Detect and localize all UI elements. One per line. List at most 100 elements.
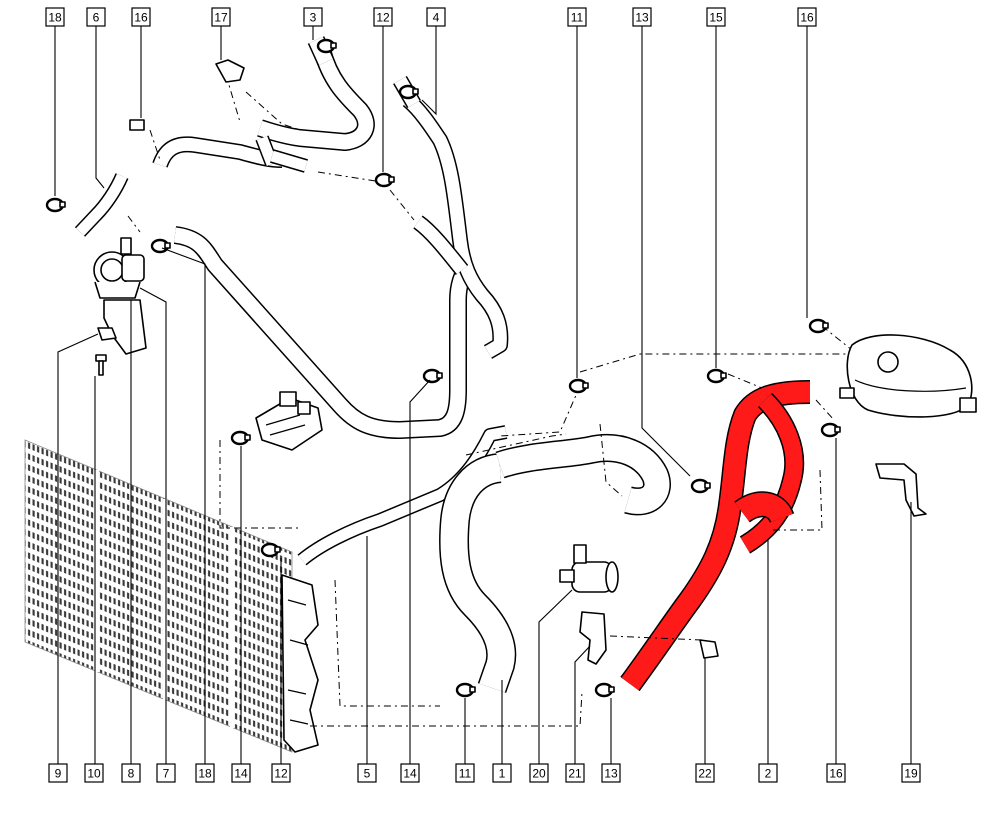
callout-number[interactable]: 1 xyxy=(499,767,506,781)
callout-bottom-13[interactable]: 13 xyxy=(601,763,621,783)
callout-box[interactable] xyxy=(48,763,68,783)
callout-bottom-14[interactable]: 14 xyxy=(231,763,251,783)
callout-number[interactable]: 20 xyxy=(532,767,546,781)
callout-top-16[interactable]: 16 xyxy=(131,7,151,27)
callout-box[interactable] xyxy=(826,763,846,783)
callout-top-17[interactable]: 17 xyxy=(211,7,231,27)
highlighted-hose-2-junction xyxy=(734,491,795,524)
callout-box[interactable] xyxy=(706,7,726,27)
callout-top-18[interactable]: 18 xyxy=(45,7,65,27)
callout-bottom-7[interactable]: 7 xyxy=(156,763,176,783)
callout-number[interactable]: 3 xyxy=(310,11,317,25)
callout-top-11[interactable]: 11 xyxy=(567,7,587,27)
callout-number[interactable]: 12 xyxy=(376,11,390,25)
callout-bottom-8[interactable]: 8 xyxy=(121,763,141,783)
callout-number[interactable]: 14 xyxy=(234,767,248,781)
callout-box[interactable] xyxy=(565,763,585,783)
callout-top-16[interactable]: 16 xyxy=(797,7,817,27)
callout-box[interactable] xyxy=(758,763,778,783)
callout-box[interactable] xyxy=(357,763,377,783)
dashed-line xyxy=(225,74,241,123)
callout-leader-lines xyxy=(54,26,912,764)
callout-box[interactable] xyxy=(195,763,215,783)
callout-number[interactable]: 8 xyxy=(128,767,135,781)
callout-number[interactable]: 14 xyxy=(403,767,417,781)
callout-number[interactable]: 4 xyxy=(433,11,440,25)
callout-bottom-1[interactable]: 1 xyxy=(492,763,512,783)
hose-clip-top xyxy=(129,119,145,131)
callout-bottom-10[interactable]: 10 xyxy=(84,763,104,783)
callout-number[interactable]: 7 xyxy=(163,767,170,781)
callout-bottom-21[interactable]: 21 xyxy=(565,763,585,783)
callout-box[interactable] xyxy=(601,763,621,783)
callout-number[interactable]: 11 xyxy=(571,11,584,25)
callout-box[interactable] xyxy=(695,763,715,783)
callout-box[interactable] xyxy=(426,7,446,27)
callout-number[interactable]: 16 xyxy=(829,767,843,781)
callout-top-12[interactable]: 12 xyxy=(373,7,393,27)
callout-number[interactable]: 13 xyxy=(604,767,618,781)
callout-number[interactable]: 5 xyxy=(364,767,371,781)
callout-box[interactable] xyxy=(131,7,151,27)
callout-box[interactable] xyxy=(567,7,587,27)
callout-bottom-20[interactable]: 20 xyxy=(529,763,549,783)
callout-bottom-22[interactable]: 22 xyxy=(695,763,715,783)
callout-number[interactable]: 11 xyxy=(459,767,472,781)
callout-box[interactable] xyxy=(492,763,512,783)
callout-bottom-5[interactable]: 5 xyxy=(357,763,377,783)
hose-clamp xyxy=(690,478,711,494)
callout-box[interactable] xyxy=(271,763,291,783)
callout-number[interactable]: 12 xyxy=(274,767,288,781)
callout-number[interactable]: 2 xyxy=(765,767,772,781)
callout-box[interactable] xyxy=(84,763,104,783)
callout-number[interactable]: 16 xyxy=(800,11,814,25)
callout-number[interactable]: 13 xyxy=(635,11,649,25)
callout-box[interactable] xyxy=(797,7,817,27)
callout-box[interactable] xyxy=(303,7,323,27)
highlighted-hose-2 xyxy=(620,380,811,692)
callout-number[interactable]: 10 xyxy=(87,767,101,781)
callout-top-15[interactable]: 15 xyxy=(706,7,726,27)
callout-bottom-9[interactable]: 9 xyxy=(48,763,68,783)
callout-top-3[interactable]: 3 xyxy=(303,7,323,27)
callout-number[interactable]: 18 xyxy=(198,767,212,781)
callout-bottom-2[interactable]: 2 xyxy=(758,763,778,783)
callout-box[interactable] xyxy=(45,7,65,27)
callout-box[interactable] xyxy=(156,763,176,783)
callout-box[interactable] xyxy=(373,7,393,27)
callout-bottom-14[interactable]: 14 xyxy=(400,763,420,783)
callout-number[interactable]: 18 xyxy=(48,11,62,25)
callout-box[interactable] xyxy=(400,763,420,783)
callout-box[interactable] xyxy=(86,7,106,27)
callout-top-6[interactable]: 6 xyxy=(86,7,106,27)
callout-box[interactable] xyxy=(632,7,652,27)
callout-bottom-11[interactable]: 11 xyxy=(455,763,475,783)
callout-number[interactable]: 21 xyxy=(568,767,582,781)
callout-bottom-12[interactable]: 12 xyxy=(271,763,291,783)
hose-clamp xyxy=(706,368,727,384)
callout-number[interactable]: 22 xyxy=(698,767,712,781)
callout-number[interactable]: 16 xyxy=(134,11,148,25)
callout-bottom-16[interactable]: 16 xyxy=(826,763,846,783)
dashed-connection-lines xyxy=(127,74,856,727)
callout-number[interactable]: 6 xyxy=(93,11,100,25)
callout-number[interactable]: 9 xyxy=(55,767,62,781)
callout-number[interactable]: 15 xyxy=(709,11,723,25)
callout-box[interactable] xyxy=(121,763,141,783)
callout-box[interactable] xyxy=(529,763,549,783)
callout-box[interactable] xyxy=(231,763,251,783)
leader-line xyxy=(574,645,591,764)
callout-bottom-19[interactable]: 19 xyxy=(901,763,921,783)
callout-top-13[interactable]: 13 xyxy=(632,7,652,27)
callout-box[interactable] xyxy=(211,7,231,27)
callout-number[interactable]: 17 xyxy=(214,11,228,25)
hose-6 xyxy=(74,173,129,237)
callout-top-4[interactable]: 4 xyxy=(426,7,446,27)
leader-line xyxy=(57,333,99,764)
hose-clamps-layer xyxy=(45,38,841,698)
callout-box[interactable] xyxy=(901,763,921,783)
dashed-line xyxy=(465,433,567,456)
callout-box[interactable] xyxy=(455,763,475,783)
callout-bottom-18[interactable]: 18 xyxy=(195,763,215,783)
callout-number[interactable]: 19 xyxy=(904,767,918,781)
